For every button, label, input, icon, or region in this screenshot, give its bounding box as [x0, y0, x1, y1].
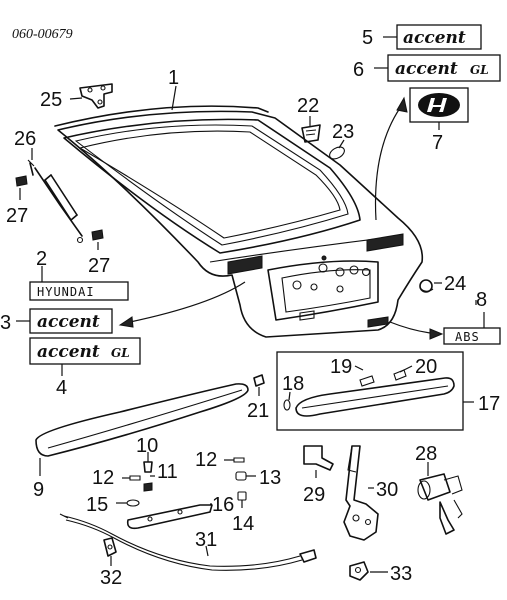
latch-part-30	[343, 445, 379, 541]
callout-6: 6	[353, 59, 364, 81]
hyundai-text-emblem-box-2: HYUNDAI	[29, 281, 129, 301]
svg-text:GL: GL	[470, 63, 489, 77]
callout-13: 13	[259, 467, 281, 489]
callout-29: 29	[303, 484, 325, 506]
spoiler-part-9	[35, 383, 249, 457]
svg-text:HYUNDAI: HYUNDAI	[37, 285, 95, 299]
svg-text:accent: accent	[37, 342, 100, 362]
callout-16: 16	[212, 494, 234, 516]
callout-31: 31	[195, 529, 217, 551]
clip-part-12b	[233, 457, 245, 463]
callout-23: 23	[332, 121, 354, 143]
svg-text:accent: accent	[395, 59, 458, 79]
callout-19: 19	[330, 356, 352, 378]
callout-24: 24	[444, 273, 466, 295]
hinge-part	[79, 83, 113, 109]
clip-part-12a	[129, 475, 141, 481]
callout-22: 22	[297, 95, 319, 117]
callout-27b: 27	[88, 255, 110, 277]
svg-text:accent: accent	[37, 312, 100, 332]
emblem-accent-gl-box-4: accent GL	[29, 337, 141, 365]
callout-25: 25	[40, 89, 62, 111]
callout-14: 14	[232, 513, 254, 535]
callout-10: 10	[136, 435, 158, 457]
clip-part-10	[143, 461, 153, 473]
bracket-part-29	[303, 445, 334, 471]
callout-1: 1	[168, 67, 179, 89]
emblem-accent-gl-box-6: accent GL	[387, 54, 501, 82]
abs-emblem-box-8: ABS	[443, 327, 501, 345]
emblem-accent-box-5: accent	[396, 24, 482, 50]
svg-text:ABS: ABS	[455, 330, 480, 344]
nut-part-21	[253, 374, 265, 387]
callout-17: 17	[478, 393, 500, 415]
clip-part-14	[237, 491, 247, 501]
callout-18: 18	[282, 373, 304, 395]
high-mount-light-box-17	[276, 351, 464, 431]
svg-text:accent: accent	[403, 28, 466, 48]
clip-part-11	[143, 482, 153, 492]
clip-part-15	[126, 499, 140, 507]
callout-5: 5	[362, 27, 373, 49]
grommet-part-32	[103, 537, 117, 557]
callout-20: 20	[415, 356, 437, 378]
emblem-accent-box-3: accent	[29, 308, 113, 334]
bumper-stop-part	[419, 279, 434, 293]
arrow-right	[389, 321, 444, 340]
lock-cylinder-part-28	[417, 473, 463, 535]
tailgate-assembly	[54, 105, 424, 338]
callout-2: 2	[36, 248, 47, 270]
callout-12a: 12	[92, 467, 114, 489]
callout-12b: 12	[195, 449, 217, 471]
garnish-part-16	[126, 504, 213, 530]
hyundai-logo-emblem-box-7	[409, 87, 469, 123]
callout-32: 32	[100, 567, 122, 589]
callout-28: 28	[415, 443, 437, 465]
callout-9: 9	[33, 479, 44, 501]
catalog-code: 060-00679	[12, 27, 73, 42]
callout-27a: 27	[6, 205, 28, 227]
callout-21: 21	[247, 400, 269, 422]
striker-part-33	[349, 561, 369, 581]
callout-15: 15	[86, 494, 108, 516]
arrow-up	[374, 96, 408, 221]
callout-11: 11	[157, 461, 178, 483]
callout-8: 8	[476, 289, 487, 311]
callout-3: 3	[0, 312, 11, 334]
callout-4: 4	[56, 377, 67, 399]
clip-part-22	[301, 124, 321, 143]
callout-26: 26	[14, 128, 36, 150]
callout-30: 30	[376, 479, 398, 501]
arrow-left	[118, 281, 246, 328]
callout-33: 33	[390, 563, 412, 585]
svg-text:GL: GL	[111, 346, 130, 360]
clip-part-13	[235, 471, 247, 481]
callout-labels: 1 2 3 4 5 6 7 8 9 10 11 12 12 13 14 15 1…	[0, 27, 500, 589]
grommet-part-23	[329, 146, 345, 160]
gas-strut-part	[15, 159, 104, 244]
release-cable-part-31	[59, 513, 317, 571]
callout-7: 7	[432, 132, 443, 154]
